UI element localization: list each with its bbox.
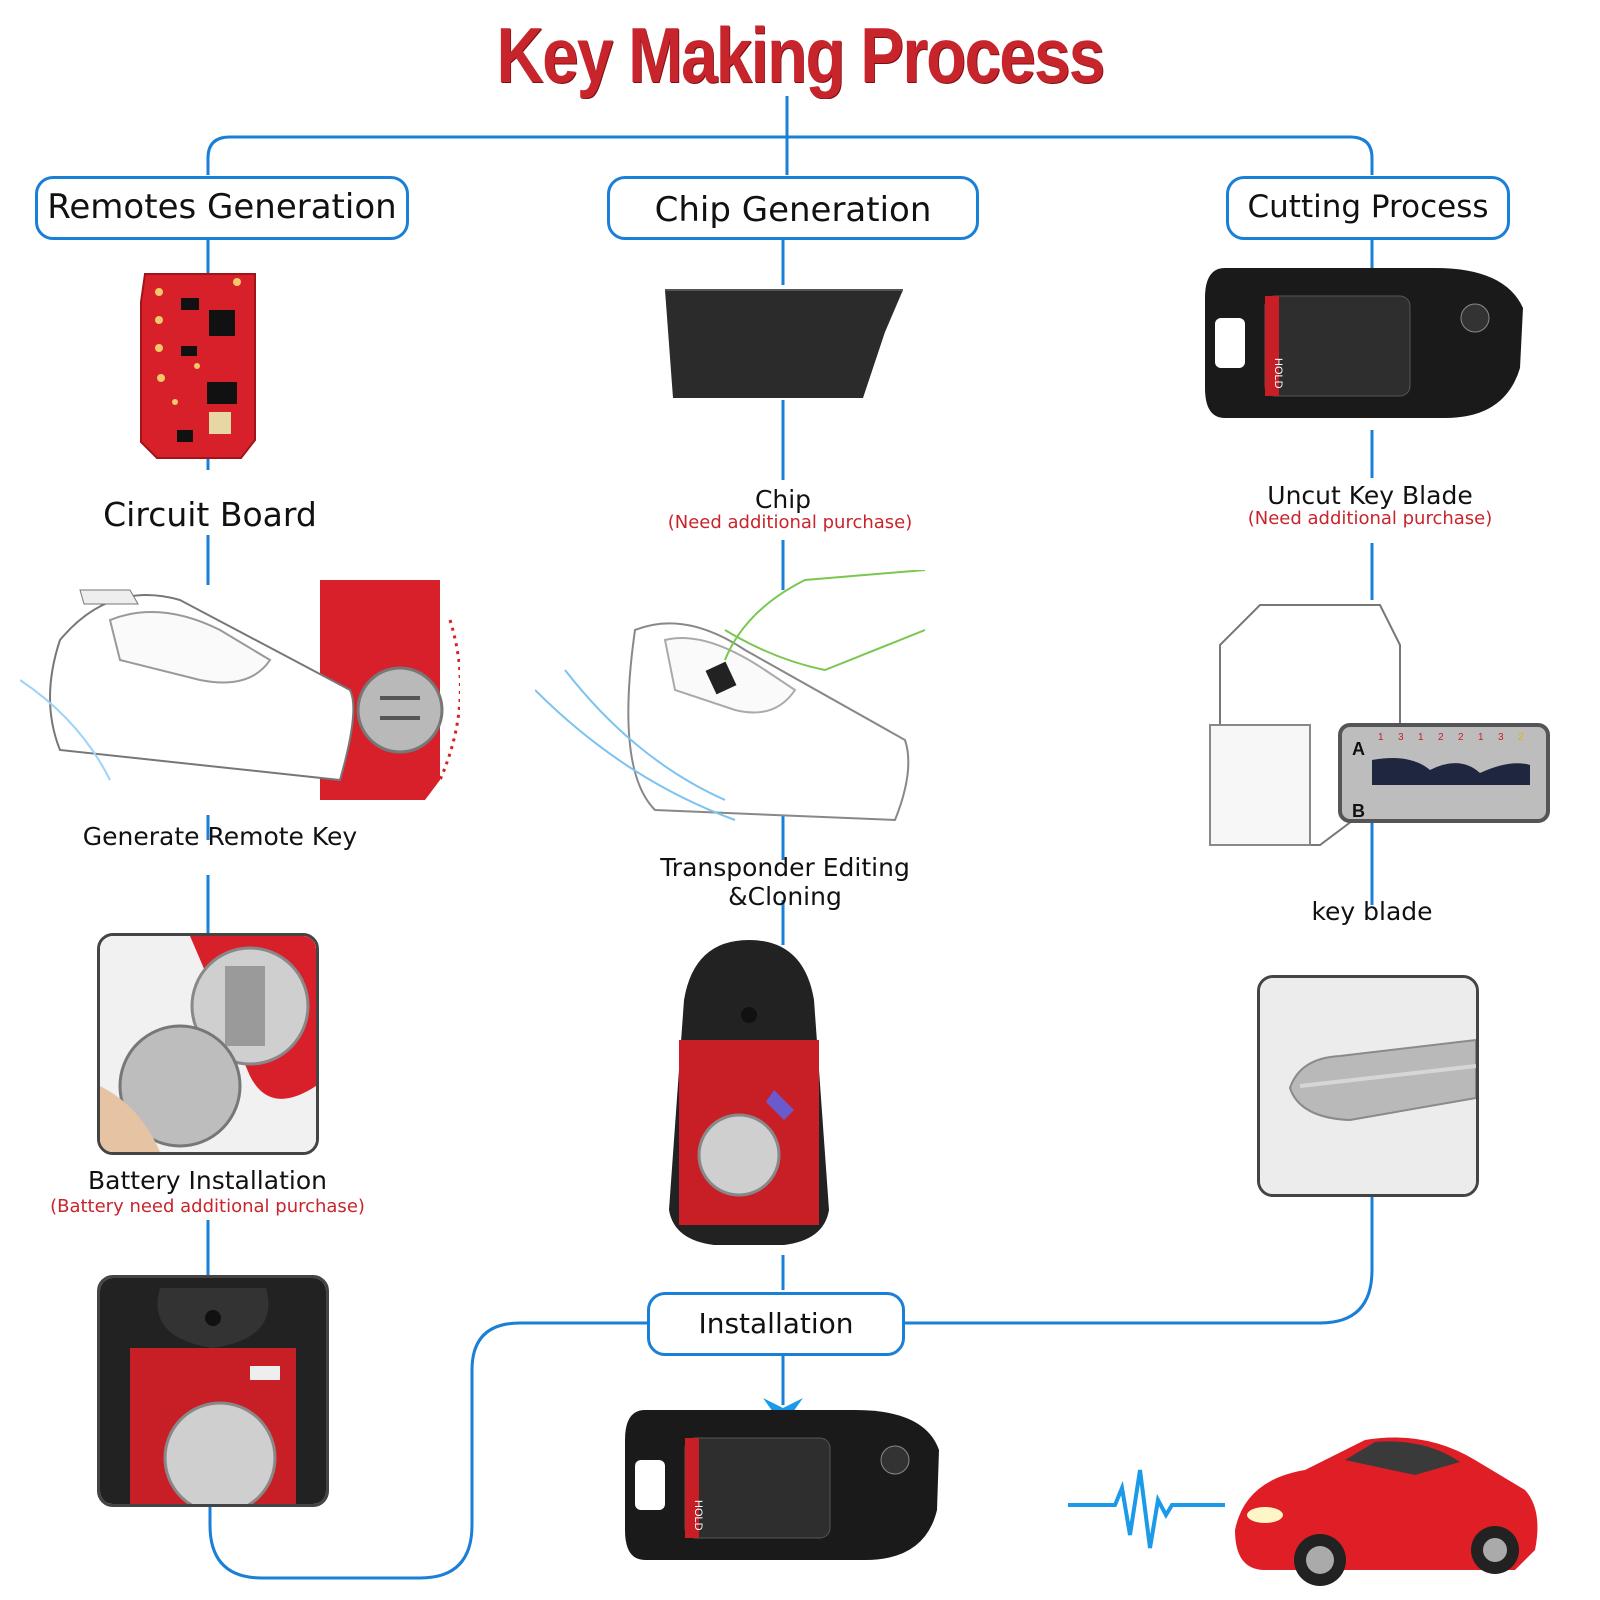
cut-depth-8: 2 <box>1518 732 1524 743</box>
finished-flip-key-icon: HOLD <box>625 1410 939 1560</box>
chip-purchase-note: (Need additional purchase) <box>667 512 913 533</box>
cut-depth-1: 1 <box>1378 732 1384 743</box>
header-label: Cutting Process <box>1247 189 1489 225</box>
cut-depth-2: 3 <box>1398 732 1404 743</box>
step-transponder-editing: Transponder Editing &Cloning <box>660 853 910 911</box>
flip-key-icon: HOLD <box>1205 268 1523 418</box>
header-cutting-process: Cutting Process <box>1226 176 1510 240</box>
page-title: Key Making Process <box>496 11 1105 99</box>
circuit-board-icon <box>140 273 256 459</box>
hold-label: HOLD <box>692 1500 704 1531</box>
key-programmer-with-board-icon <box>20 580 460 800</box>
remote-with-battery-icon <box>100 1278 326 1504</box>
step-battery-installation: Battery Installation <box>88 1166 327 1195</box>
red-sports-car-icon <box>1235 1437 1538 1586</box>
header-label: Remotes Generation <box>47 187 397 227</box>
installation-box: Installation <box>647 1292 905 1356</box>
header-chip-generation: Chip Generation <box>607 176 979 240</box>
step-uncut-key-blade: Uncut Key Blade <box>1267 481 1473 510</box>
cut-label-a: A <box>1352 739 1365 759</box>
battery-install-photo <box>97 933 319 1155</box>
blade-purchase-note: (Need additional purchase) <box>1247 508 1493 529</box>
cut-depth-3: 1 <box>1418 732 1424 743</box>
battery-purchase-note: (Battery need additional purchase) <box>50 1196 365 1217</box>
cut-label-b: B <box>1352 801 1365 821</box>
remote-with-battery-photo <box>97 1275 329 1507</box>
transponder-chip-icon <box>665 289 903 398</box>
header-label: Chip Generation <box>654 190 932 230</box>
installation-label: Installation <box>698 1307 854 1340</box>
cut-depth-6: 1 <box>1478 732 1484 743</box>
open-key-shell-icon <box>669 940 829 1245</box>
cut-depth-7: 3 <box>1498 732 1504 743</box>
programmer-hand-sketch-icon <box>535 570 926 822</box>
header-remotes-generation: Remotes Generation <box>35 176 409 240</box>
key-cutting-machine-icon: A B 1 3 1 2 2 1 3 2 <box>1209 604 1550 846</box>
step-circuit-board: Circuit Board <box>103 495 317 534</box>
step-key-blade: key blade <box>1311 897 1433 926</box>
key-blade-icon <box>1260 978 1476 1194</box>
step-generate-remote-key: Generate Remote Key <box>82 822 358 851</box>
cut-depth-4: 2 <box>1438 732 1444 743</box>
key-blade-photo <box>1257 975 1479 1197</box>
cut-depth-5: 2 <box>1458 732 1464 743</box>
hold-label: HOLD <box>1272 358 1284 389</box>
step-chip: Chip <box>754 485 812 514</box>
battery-install-icon <box>100 936 316 1152</box>
